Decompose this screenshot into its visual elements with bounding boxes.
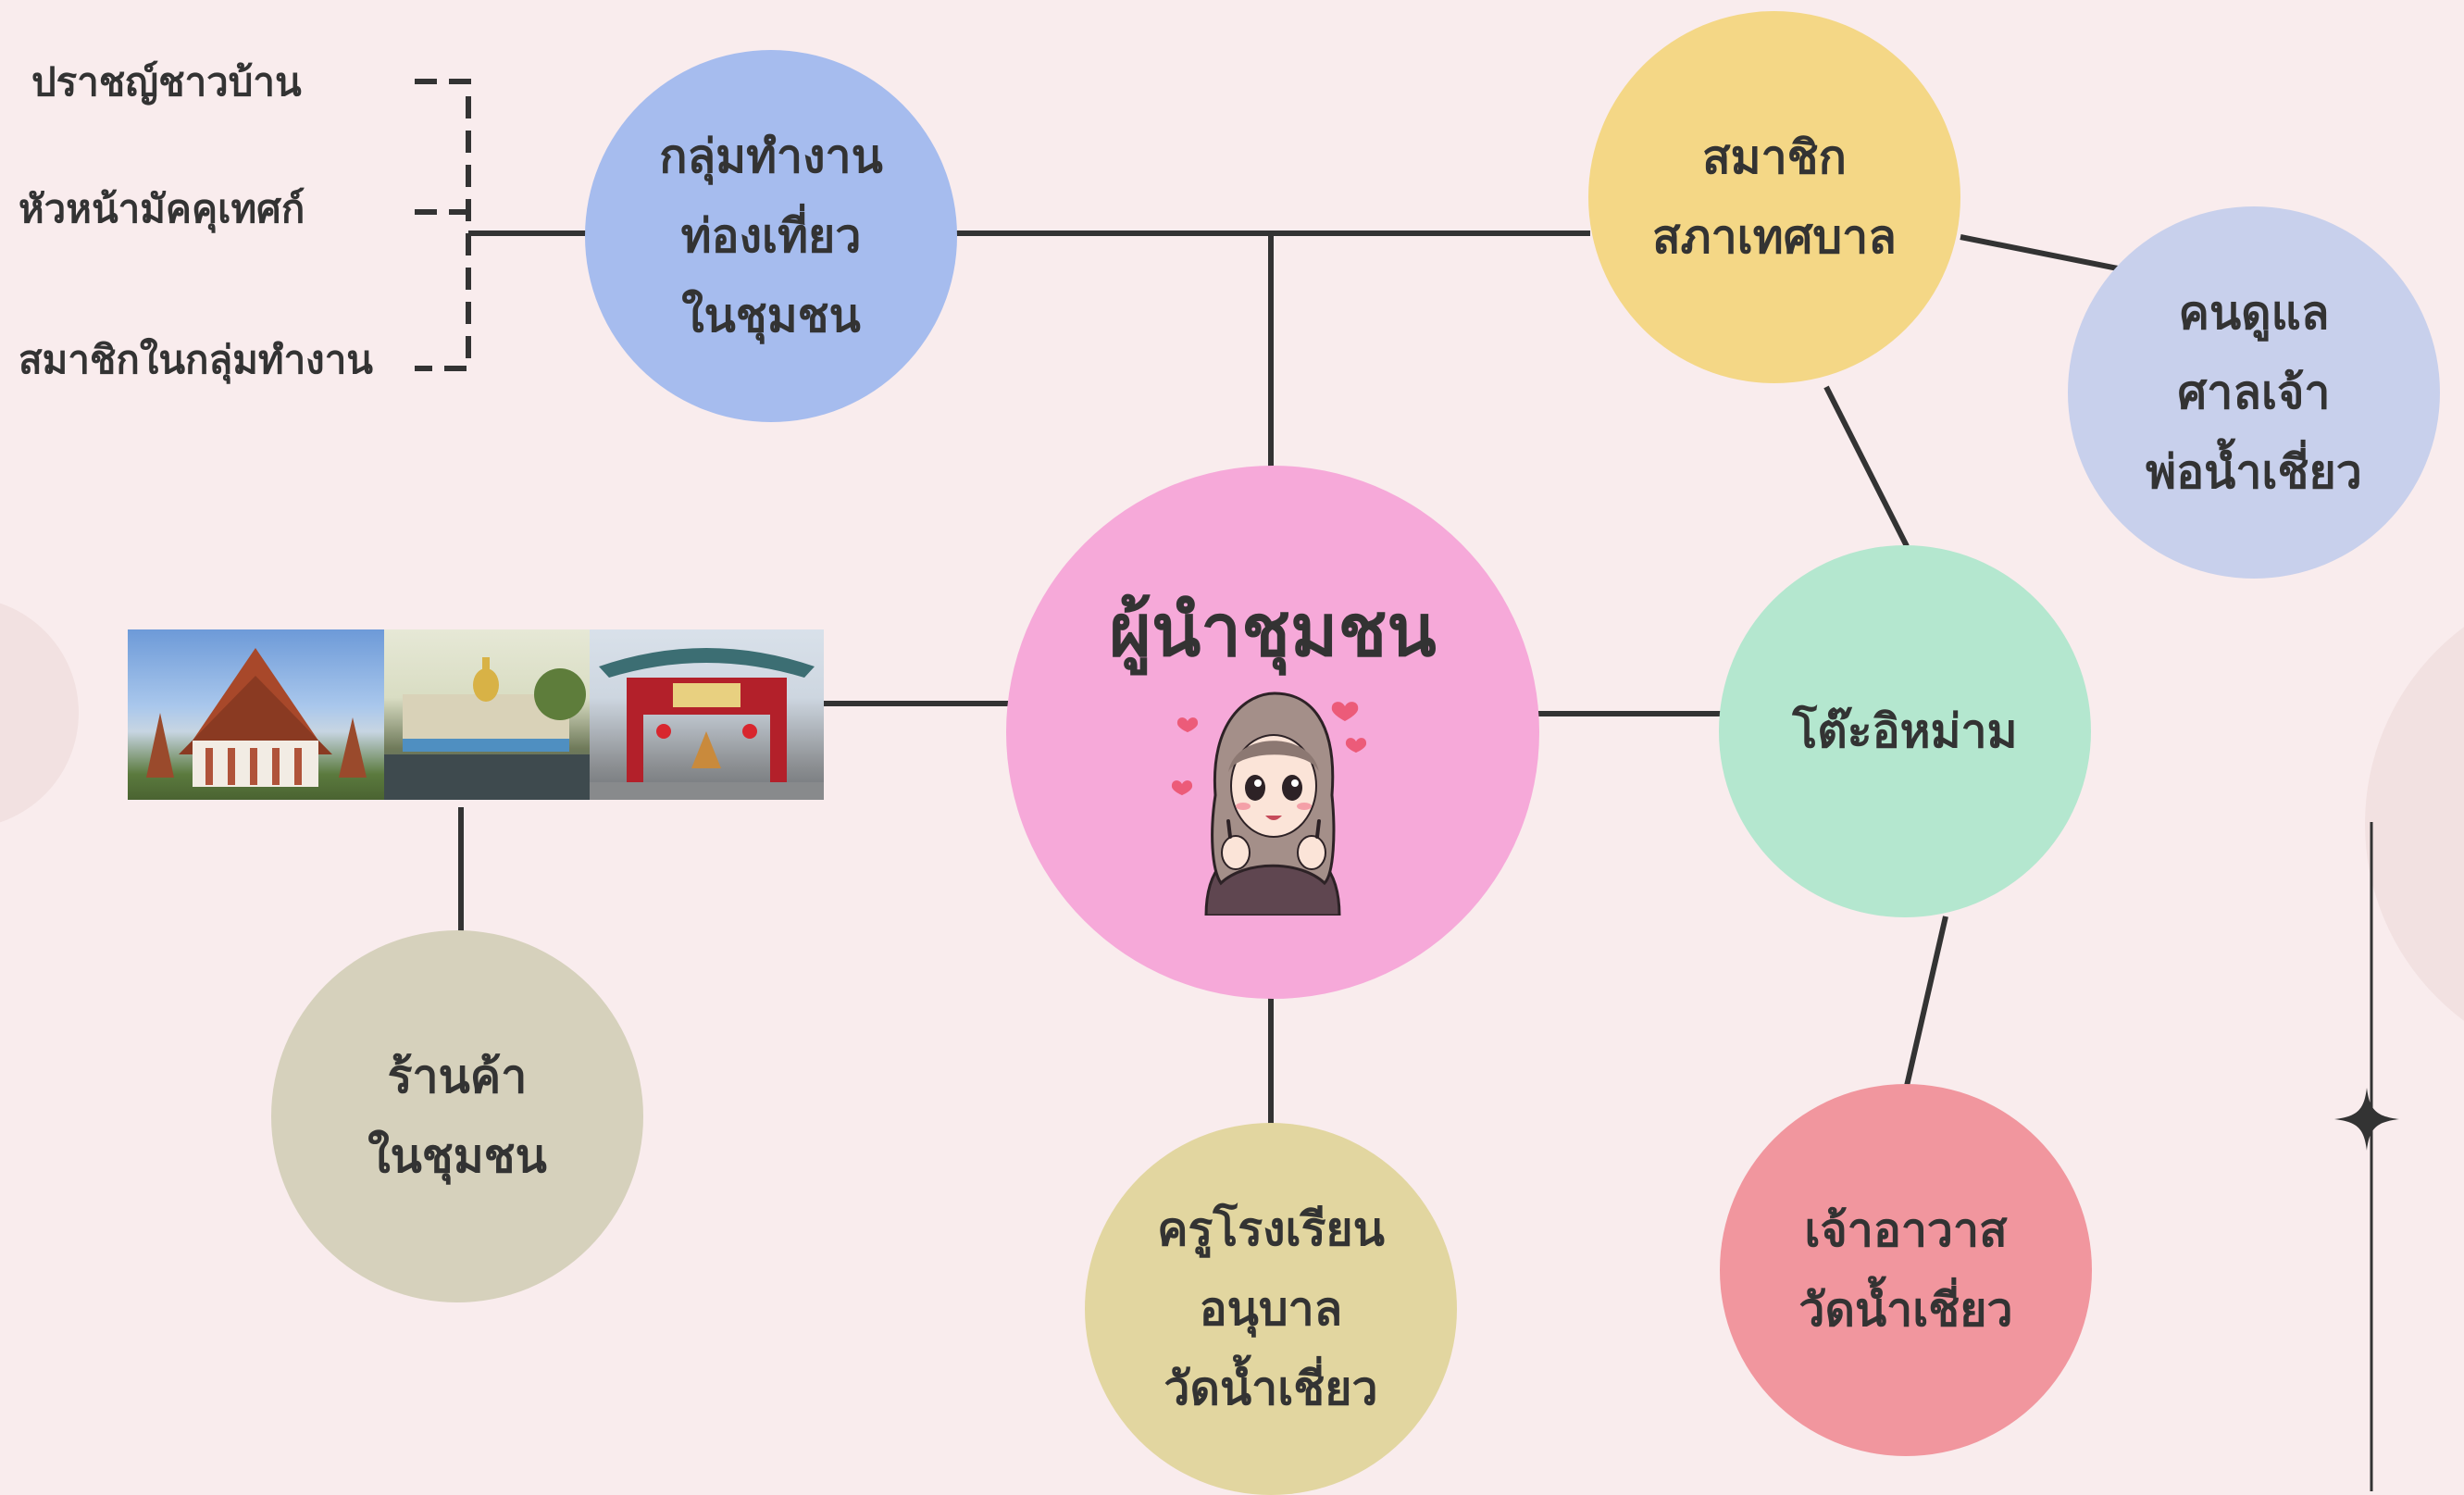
heart-icon [1171, 702, 1367, 795]
hijab-girl-mascot-icon [1171, 691, 1367, 916]
node-tourism: กลุ่มทำงาน ท่องเที่ยว ในชุมชน [585, 50, 957, 422]
edge-imam-abbot [1904, 916, 1948, 1087]
temple-illustration [146, 648, 367, 787]
node-shrine: คนดูแล ศาลเจ้า พ่อน้ำเชี่ยว [2068, 206, 2440, 579]
node-imam: โต๊ะอิหม่าม [1719, 545, 2091, 917]
node-shrine-label: คนดูแล ศาลเจ้า พ่อน้ำเชี่ยว [2146, 286, 2362, 499]
mosque-photo [384, 629, 590, 800]
four-point-star-icon [2334, 1088, 2399, 1151]
mosque-illustration [384, 657, 590, 800]
chinese-shrine-gate-photo [590, 629, 824, 800]
node-center-title: ผู้นำชุมชน [1109, 590, 1437, 673]
node-abbot: เจ้าอาวาส วัดน้ำเชี่ยว [1720, 1084, 2092, 1456]
photo-strip [128, 629, 824, 800]
node-council: สมาชิก สภาเทศบาล [1588, 11, 1960, 383]
shrine-gate-illustration [590, 648, 824, 800]
node-shop: ร้านค้า ในชุมชน [271, 930, 643, 1302]
node-center: ผู้นำชุมชน [1006, 466, 1539, 999]
dashed-bracket [415, 79, 471, 371]
node-imam-label: โต๊ะอิหม่าม [1792, 704, 2018, 758]
label-sage: ปราชญ์ชาวบ้าน [31, 59, 302, 105]
node-tourism-label: กลุ่มทำงาน ท่องเที่ยว ในชุมชน [659, 130, 883, 343]
edge-council-shrine [1960, 234, 2119, 271]
label-guide-head: หัวหน้ามัคคุเทศก์ [19, 186, 305, 231]
decor-circle-right [2365, 627, 2464, 1021]
node-shop-label: ร้านค้า ในชุมชน [367, 1050, 547, 1183]
edge-council-imam [1823, 385, 1910, 548]
node-abbot-label: เจ้าอาวาส วัดน้ำเชี่ยว [1798, 1203, 2013, 1337]
node-teacher: ครูโรงเรียน อนุบาล วัดน้ำเชี่ยว [1085, 1123, 1457, 1495]
label-work-member: สมาชิกในกลุ่มทำงาน [19, 337, 373, 382]
node-teacher-label: ครูโรงเรียน อนุบาล วัดน้ำเชี่ยว [1157, 1202, 1385, 1415]
temple-photo [128, 629, 384, 800]
decor-circle-left [0, 603, 79, 823]
node-council-label: สมาชิก สภาเทศบาล [1652, 131, 1897, 264]
